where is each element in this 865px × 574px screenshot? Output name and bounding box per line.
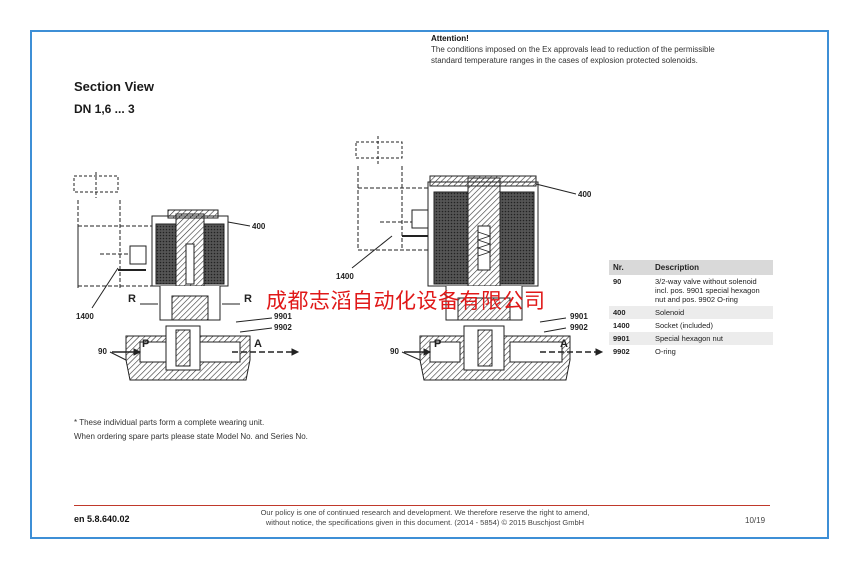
part-nr: 400 <box>609 306 651 319</box>
attention-title: Attention! <box>431 34 469 43</box>
attention-note: Attention! The conditions imposed on the… <box>431 33 791 66</box>
part-nr: 1400 <box>613 321 630 330</box>
policy-line-1: Our policy is one of continued research … <box>260 508 590 517</box>
part-nr: 90 <box>613 277 622 286</box>
note-ordering: When ordering spare parts please state M… <box>74 432 308 441</box>
footer-divider <box>74 505 770 506</box>
left-marker-r-1: R <box>128 293 136 305</box>
part-nr: 9902 <box>613 347 630 356</box>
policy-text: Our policy is one of continued research … <box>215 508 635 528</box>
table-row: 90 3/2-way valve without solenoid incl. … <box>609 275 773 306</box>
right-callout-1400: 1400 <box>336 272 354 281</box>
part-description: O-ring <box>655 347 676 356</box>
section-title: Section View <box>74 79 154 94</box>
part-nr: 9901 <box>609 332 651 345</box>
watermark-text: 成都志滔自动化设备有限公司 <box>266 289 546 313</box>
page-number: 10/19 <box>745 516 766 525</box>
left-port-a: A <box>254 338 262 350</box>
left-callout-9902: 9902 <box>274 323 292 332</box>
policy-line-2: without notice, the specifications given… <box>265 518 585 527</box>
table-row: 9902 O-ring <box>609 345 773 358</box>
left-port-p: P <box>142 338 150 350</box>
part-description: 3/2-way valve without solenoid incl. pos… <box>655 277 760 304</box>
left-callout-1400: 1400 <box>76 312 94 321</box>
attention-line-2: standard temperature ranges in the cases… <box>431 56 698 65</box>
parts-table: Nr. Description 90 3/2-way valve without… <box>609 260 773 358</box>
left-callout-400: 400 <box>252 222 266 231</box>
right-callout-9901: 9901 <box>570 312 588 321</box>
table-row: 400 Solenoid <box>609 306 773 319</box>
right-port-p: P <box>434 338 442 350</box>
note-wearing-unit: * These individual parts form a complete… <box>74 418 265 427</box>
attention-line-1: The conditions imposed on the Ex approva… <box>431 45 715 54</box>
left-callout-90: 90 <box>98 347 107 356</box>
document-number: en 5.8.640.02 <box>74 514 130 524</box>
left-callout-9901: 9901 <box>274 312 292 321</box>
part-description: Socket (included) <box>655 321 713 330</box>
table-row: 1400 Socket (included) <box>609 319 773 332</box>
right-callout-400: 400 <box>578 190 592 199</box>
section-subtitle: DN 1,6 ... 3 <box>74 102 135 116</box>
right-port-a: A <box>560 338 568 350</box>
part-description: Special hexagon nut <box>651 332 773 345</box>
right-valve-drawing <box>351 136 604 381</box>
left-marker-r-2: R <box>244 293 252 305</box>
right-callout-90: 90 <box>390 347 399 356</box>
left-valve-drawing <box>73 172 300 381</box>
parts-header-nr: Nr. <box>609 260 651 275</box>
right-callout-9902: 9902 <box>570 323 588 332</box>
part-description: Solenoid <box>651 306 773 319</box>
parts-header-description: Description <box>651 260 773 275</box>
table-row: 9901 Special hexagon nut <box>609 332 773 345</box>
